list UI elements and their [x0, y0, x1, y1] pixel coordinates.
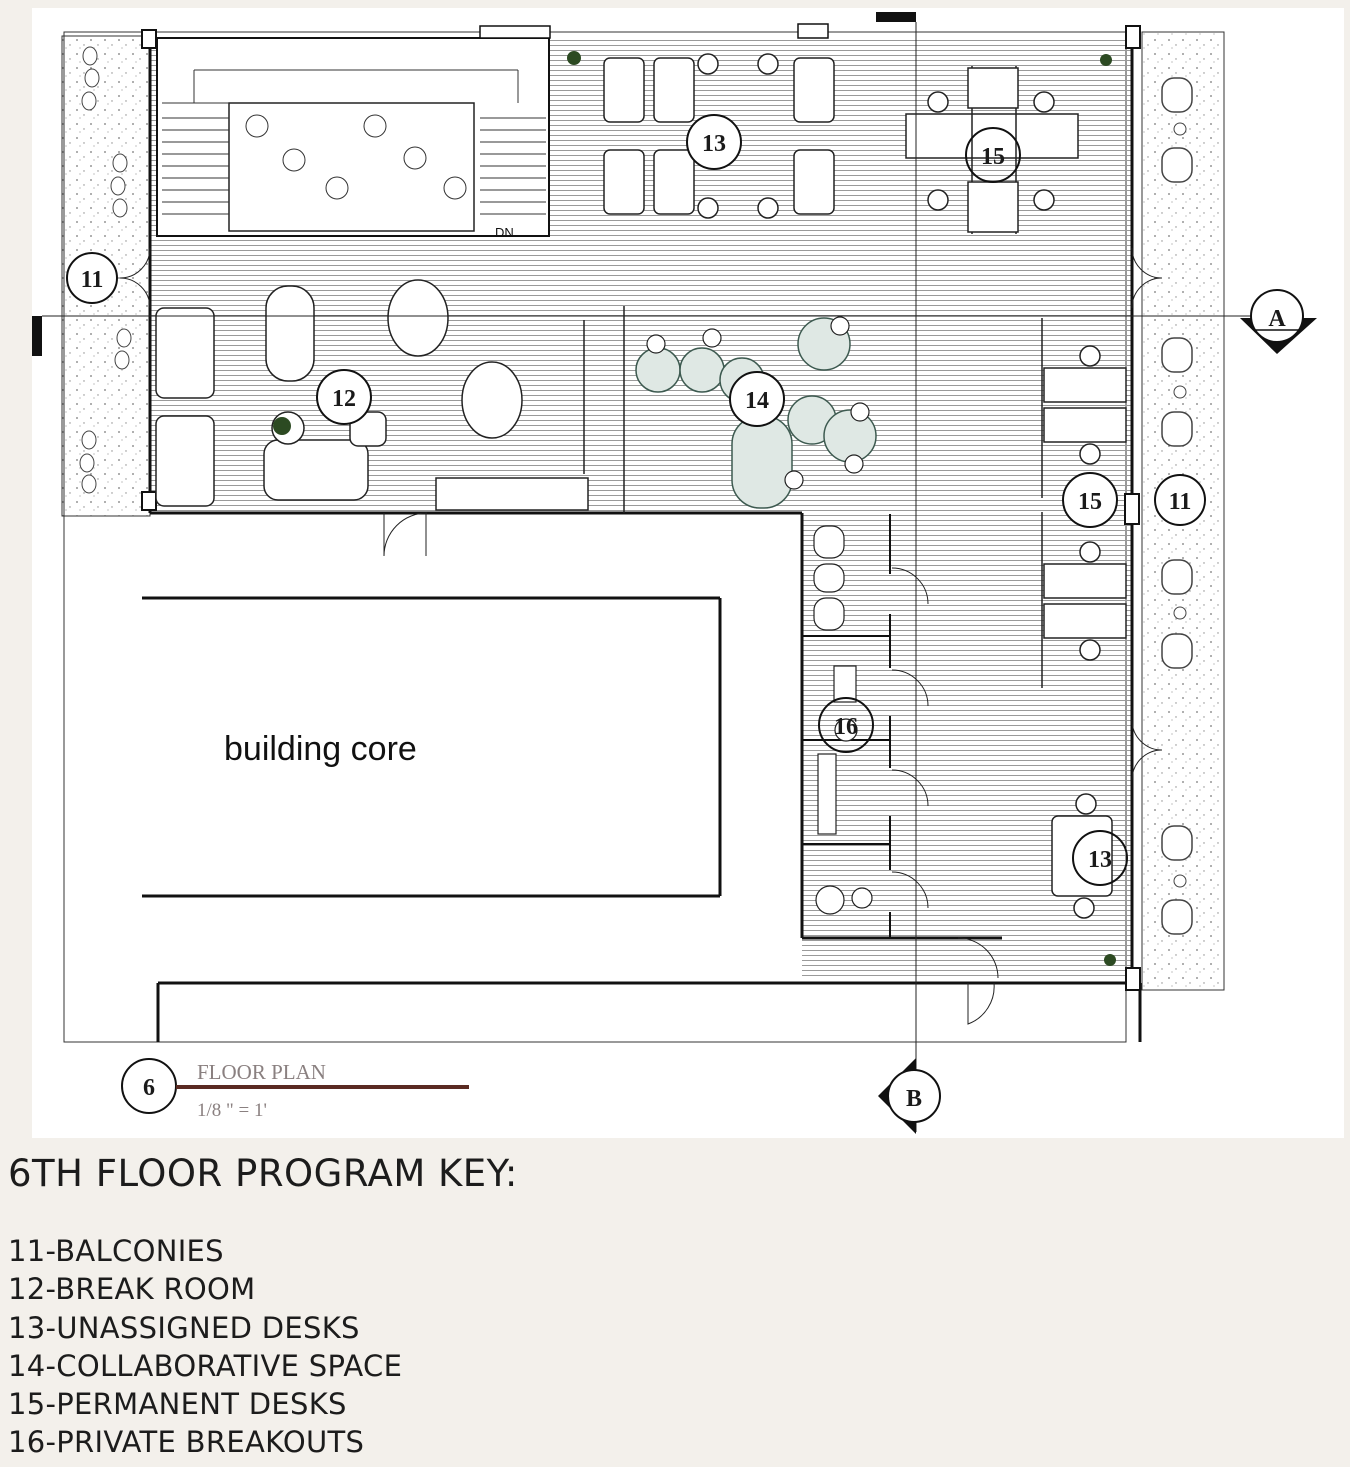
exterior-walls: [148, 38, 1142, 1042]
svg-text:14: 14: [745, 388, 769, 414]
svg-text:12: 12: [332, 386, 356, 412]
svg-text:11: 11: [81, 267, 104, 293]
program-key-list: 11-BALCONIES 12-BREAK ROOM 13-UNASSIGNED…: [8, 1232, 402, 1462]
program-key-item: 11-BALCONIES: [8, 1234, 224, 1268]
drawing-title-block: 6 FLOOR PLAN 1/8 " = 1': [121, 1058, 469, 1121]
drawing-scale: 1/8 " = 1': [197, 1100, 267, 1121]
plant-icon: [273, 51, 1116, 966]
room-tag-unassigned-north: 13: [686, 114, 742, 170]
private-breakouts: [802, 514, 891, 938]
svg-text:13: 13: [1088, 847, 1112, 873]
program-key-item: 13-UNASSIGNED DESKS: [8, 1310, 360, 1345]
room-tag-unassigned-east: 13: [1072, 830, 1128, 886]
section-marker-a: A: [1240, 289, 1317, 354]
atrium-stair: [156, 37, 550, 237]
collab-chairs: [646, 316, 870, 490]
room-tag-private: 16: [818, 697, 874, 753]
unassigned-desks-east: [1051, 793, 1113, 919]
svg-text:A: A: [1268, 306, 1286, 332]
program-key-item: 12-BREAK ROOM: [8, 1272, 256, 1307]
break-room-furniture: [155, 279, 625, 513]
svg-text:B: B: [906, 1086, 922, 1112]
drawing-number: 6: [143, 1075, 155, 1101]
svg-text:11: 11: [1169, 489, 1192, 515]
permanent-desks-north: [905, 66, 1079, 234]
drawing-title: FLOOR PLAN: [197, 1060, 326, 1084]
room-tag-permanent-east: 15: [1062, 472, 1118, 528]
program-key-title: 6TH FLOOR PROGRAM KEY:: [8, 1152, 518, 1195]
building-core: [142, 596, 722, 898]
room-tag-permanent-north: 15: [965, 127, 1021, 183]
program-key-item: 15-PERMANENT DESKS: [8, 1387, 347, 1422]
svg-text:15: 15: [981, 144, 1005, 170]
room-tag-balcony-west: 11: [66, 252, 118, 304]
svg-text:16: 16: [834, 714, 858, 740]
svg-text:13: 13: [702, 131, 726, 157]
svg-text:15: 15: [1078, 489, 1102, 515]
floor-plan-drawing: DN building core: [32, 12, 1317, 1134]
breakout-chairs: [813, 525, 873, 915]
stair-dn-label: DN: [495, 225, 514, 240]
program-key-item: 16-PRIVATE BREAKOUTS: [8, 1425, 365, 1460]
floor-plan-sheet: DN building core: [32, 8, 1344, 1138]
room-tag-break-room: 12: [316, 369, 372, 425]
room-tag-collab: 14: [729, 371, 785, 427]
section-marker-b: B: [878, 1058, 941, 1134]
unassigned-desks-north: [603, 53, 835, 219]
doors: [119, 247, 1163, 1025]
program-key-item: 14-COLLABORATIVE SPACE: [8, 1348, 403, 1383]
permanent-desks-east: [1041, 318, 1127, 688]
building-core-label: building core: [224, 730, 417, 768]
room-tag-balcony-east: 11: [1154, 474, 1206, 526]
